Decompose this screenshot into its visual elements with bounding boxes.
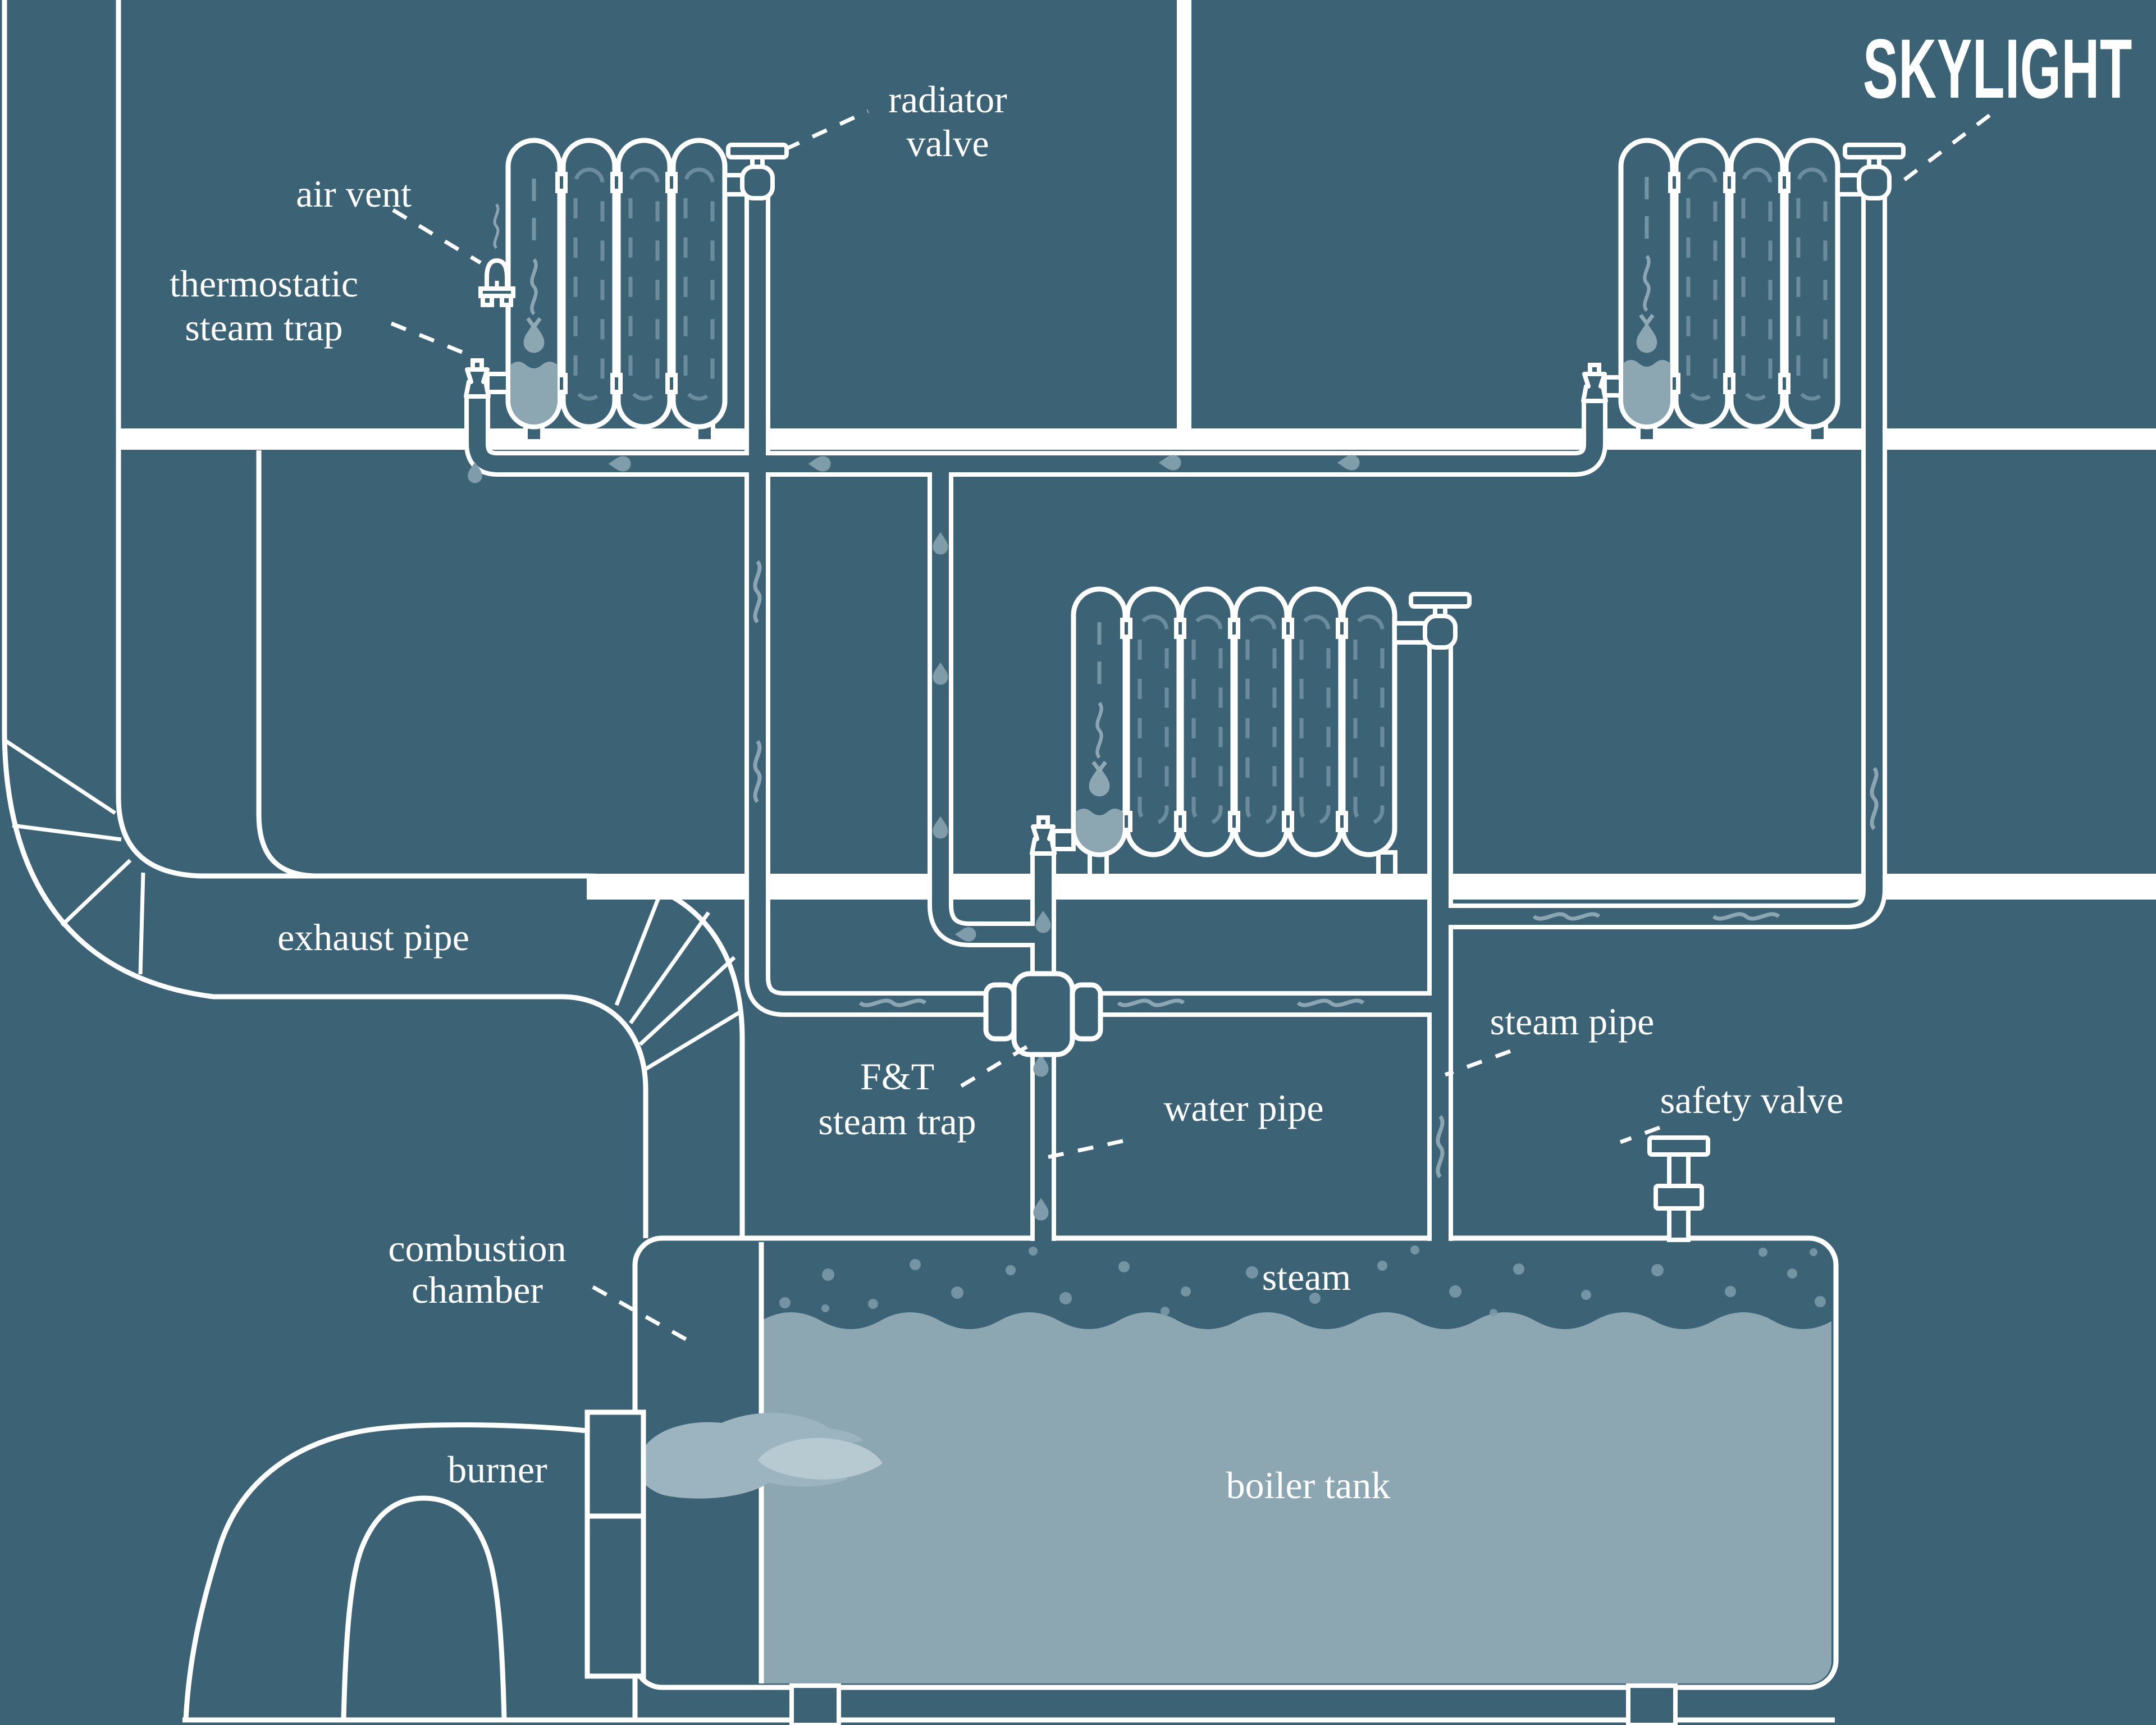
steam-pipe-label: steam pipe xyxy=(1490,1000,1655,1043)
label-leaders xyxy=(390,109,1994,1345)
radiator-condensate xyxy=(1623,360,1670,425)
steam-bubbles xyxy=(779,1245,1826,1317)
duct-bend-fan-right xyxy=(614,879,743,1071)
burner xyxy=(183,1409,646,1723)
ft-label-line2: steam trap xyxy=(818,1100,976,1143)
exhaust-pipe xyxy=(2,0,745,1238)
middle-room-wall xyxy=(256,450,315,879)
exhaust-pipe-label: exhaust pipe xyxy=(277,916,469,959)
wall-divider xyxy=(1177,0,1191,430)
radiator-condensate xyxy=(510,362,558,425)
combustion-label-line1: combustion xyxy=(388,1227,566,1270)
right-radiator-supply-pipe xyxy=(1440,197,1883,925)
duct-bend-fan-left xyxy=(3,738,145,975)
flame-inner xyxy=(758,1438,883,1480)
thermostatic-steam-traps xyxy=(466,360,1623,854)
burner-body xyxy=(183,1422,638,1723)
radiator-valves xyxy=(723,145,1903,647)
burner-label: burner xyxy=(447,1448,547,1491)
water-pipe-label: water pipe xyxy=(1163,1087,1323,1129)
safety-valve-icon xyxy=(1647,1135,1710,1242)
right-radiator xyxy=(1618,138,1840,444)
skylight-logo: SKYLIGHT xyxy=(1863,21,2132,116)
labels: air vent thermostatic steam trap radiato… xyxy=(170,78,1843,1507)
burner-throat xyxy=(584,1409,646,1679)
radiator-condensate xyxy=(1076,809,1123,852)
boiler-leg xyxy=(1626,1683,1678,1725)
thermostatic-label-line2: steam trap xyxy=(185,306,342,349)
safety-valve-label: safety valve xyxy=(1660,1079,1844,1121)
f-and-t-steam-trap-icon xyxy=(983,971,1103,1057)
ft-label-line1: F&T xyxy=(860,1055,934,1098)
left-radiator xyxy=(495,138,728,444)
thermostatic-label-line1: thermostatic xyxy=(170,262,358,305)
radiator-valve-label-line2: valve xyxy=(906,122,989,165)
air-vent-icon xyxy=(478,258,515,307)
boiler-tank-label: boiler tank xyxy=(1226,1464,1391,1507)
condensate-return-pipe xyxy=(469,396,1603,472)
upper-floor xyxy=(116,428,2156,450)
combustion-label-line2: chamber xyxy=(412,1268,543,1311)
boiler-water xyxy=(761,1312,1831,1683)
boiler-tank xyxy=(632,1235,1839,1725)
pipe-network xyxy=(464,197,1887,1241)
radiator-valve-label-line1: radiator xyxy=(888,78,1007,121)
steam-label: steam xyxy=(1262,1256,1351,1298)
boiler-leg xyxy=(789,1683,841,1725)
middle-radiator xyxy=(1071,586,1397,878)
middle-floor xyxy=(587,874,2156,900)
left-radiator-supply-pipe xyxy=(749,197,1440,1012)
air-vent-label: air vent xyxy=(296,172,412,215)
